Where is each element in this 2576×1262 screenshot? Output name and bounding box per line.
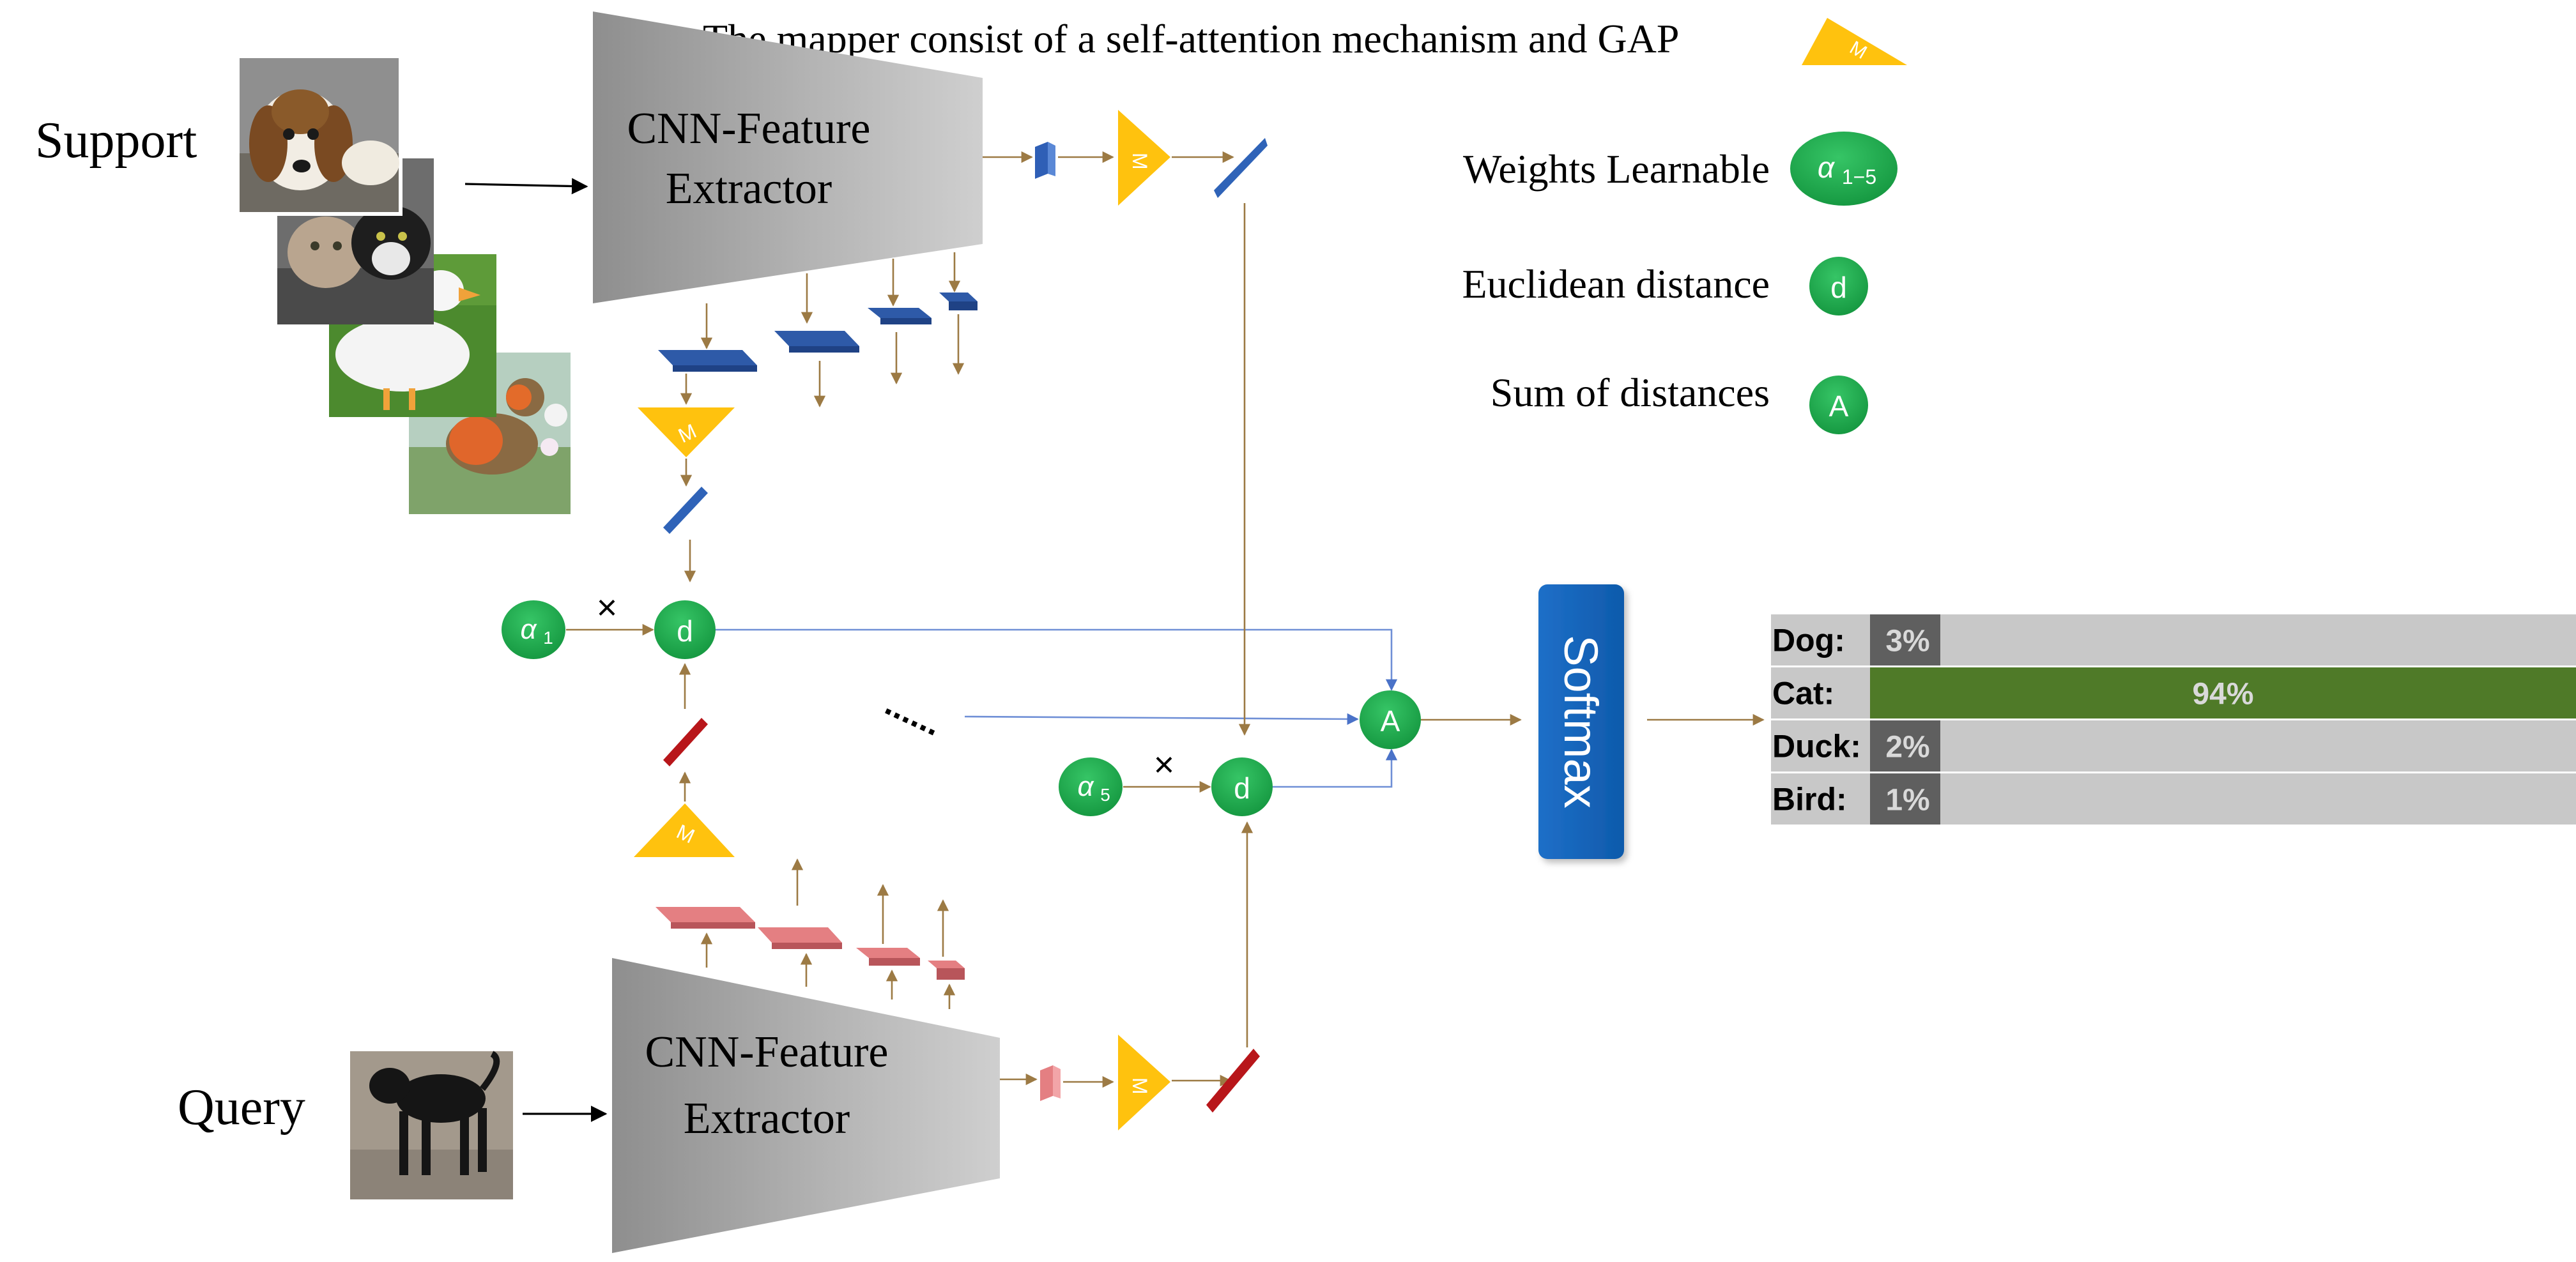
query-mid-embedding (663, 718, 708, 766)
d5-symbol: d (1234, 772, 1250, 805)
bar-fill (1870, 773, 1940, 825)
query-feature-map-2 (758, 927, 842, 949)
d5-node: d (1211, 757, 1273, 816)
bar-value-label: 94% (2192, 678, 2253, 711)
support-extractor-title-line2: Extractor (666, 164, 832, 213)
legend-distance-symbol: d (1830, 271, 1847, 304)
support-mid-mapper: M (638, 407, 735, 457)
bar-value-label: 2% (1885, 731, 1929, 764)
query-extractor-title-line2: Extractor (684, 1094, 850, 1143)
legend-weights-label: Weights Learnable (1463, 146, 1770, 192)
query-feature-map-4 (928, 961, 965, 980)
alpha1-symbol: α (520, 614, 537, 645)
legend-weights-symbol: α (1818, 151, 1836, 184)
support-images (236, 54, 571, 514)
softmax-block: Softmax (1538, 584, 1624, 859)
bar-category-label: Dog: (1772, 623, 1845, 658)
bar-value-label: 1% (1885, 784, 1929, 817)
alpha5-subscript: 5 (1100, 785, 1110, 805)
query-extractor-title-line1: CNN-Feature (645, 1028, 888, 1077)
alpha1-subscript: 1 (543, 628, 553, 648)
query-feature-map-1 (656, 907, 755, 929)
support-feature-map-4 (939, 293, 977, 310)
alpha1-node: α 1 (502, 600, 565, 659)
support-feature-map-1 (658, 350, 757, 372)
title-mapper-icon: M (1802, 18, 1907, 65)
query-bottom-mapper: M (1118, 1035, 1170, 1130)
ellipsis-more-scales: ...... (880, 684, 948, 743)
support-top-mapper: M (1118, 110, 1170, 206)
bar-category-label: Duck: (1772, 729, 1861, 764)
support-cnn-extractor (593, 11, 983, 303)
legend-distance-icon: d (1809, 257, 1868, 316)
query-cnn-extractor (612, 958, 1000, 1253)
bar-fill (1870, 614, 1940, 665)
query-bottom-feature-block (1040, 1065, 1061, 1101)
support-feature-map-3 (868, 308, 931, 324)
support-top-feature-block (1035, 142, 1055, 179)
legend-sum-label: Sum of distances (1491, 370, 1770, 415)
support-feature-map-2 (774, 331, 859, 353)
dog-photo (236, 54, 402, 216)
legend-weights-icon: α 1−5 (1790, 132, 1897, 206)
d5-to-a-line (1273, 749, 1398, 788)
query-bottom-mapper-label: M (1128, 1077, 1151, 1095)
d1-symbol: d (677, 614, 693, 648)
alpha5-symbol: α (1077, 771, 1094, 802)
diagram-title: The mapper consist of a self-attention m… (703, 16, 1679, 61)
legend-sum-icon: A (1809, 376, 1868, 434)
legend-sum-symbol: A (1829, 390, 1849, 423)
query-feature-map-3 (856, 948, 920, 966)
query-label: Query (178, 1079, 305, 1136)
a-sum-node: A (1360, 690, 1421, 749)
support-top-mapper-label: M (1128, 153, 1151, 170)
query-mid-mapper: M (634, 803, 735, 857)
output-probability-bars: Dog: 3% Cat: 94% Duck: 2% Bird: 1% (1771, 614, 2576, 825)
legend-weights-subscript: 1−5 (1842, 165, 1876, 188)
support-extractor-title-line1: CNN-Feature (627, 104, 870, 153)
bar-fill (1870, 720, 1940, 772)
alpha1-multiply-sign: × (597, 587, 618, 627)
d1-to-a-line (716, 628, 1398, 691)
softmax-label: Softmax (1554, 635, 1607, 808)
support-top-embedding (1214, 138, 1268, 198)
a-symbol: A (1381, 704, 1400, 738)
alpha5-node: α 5 (1059, 757, 1123, 816)
d1-node: d (654, 600, 716, 659)
bar-category-label: Bird: (1772, 782, 1847, 817)
bar-value-label: 3% (1885, 625, 1929, 658)
support-mid-embedding (663, 487, 708, 534)
ellipsis-to-a-line (964, 713, 1359, 725)
query-bottom-embedding (1206, 1049, 1260, 1113)
legend-distance-label: Euclidean distance (1462, 261, 1770, 307)
alpha5-multiply-sign: × (1154, 744, 1175, 784)
support-label: Support (35, 112, 197, 169)
black-cat-photo (350, 1051, 513, 1199)
bar-category-label: Cat: (1772, 676, 1834, 711)
bar-fill (1870, 667, 2576, 718)
support-input-arrow (464, 178, 588, 195)
